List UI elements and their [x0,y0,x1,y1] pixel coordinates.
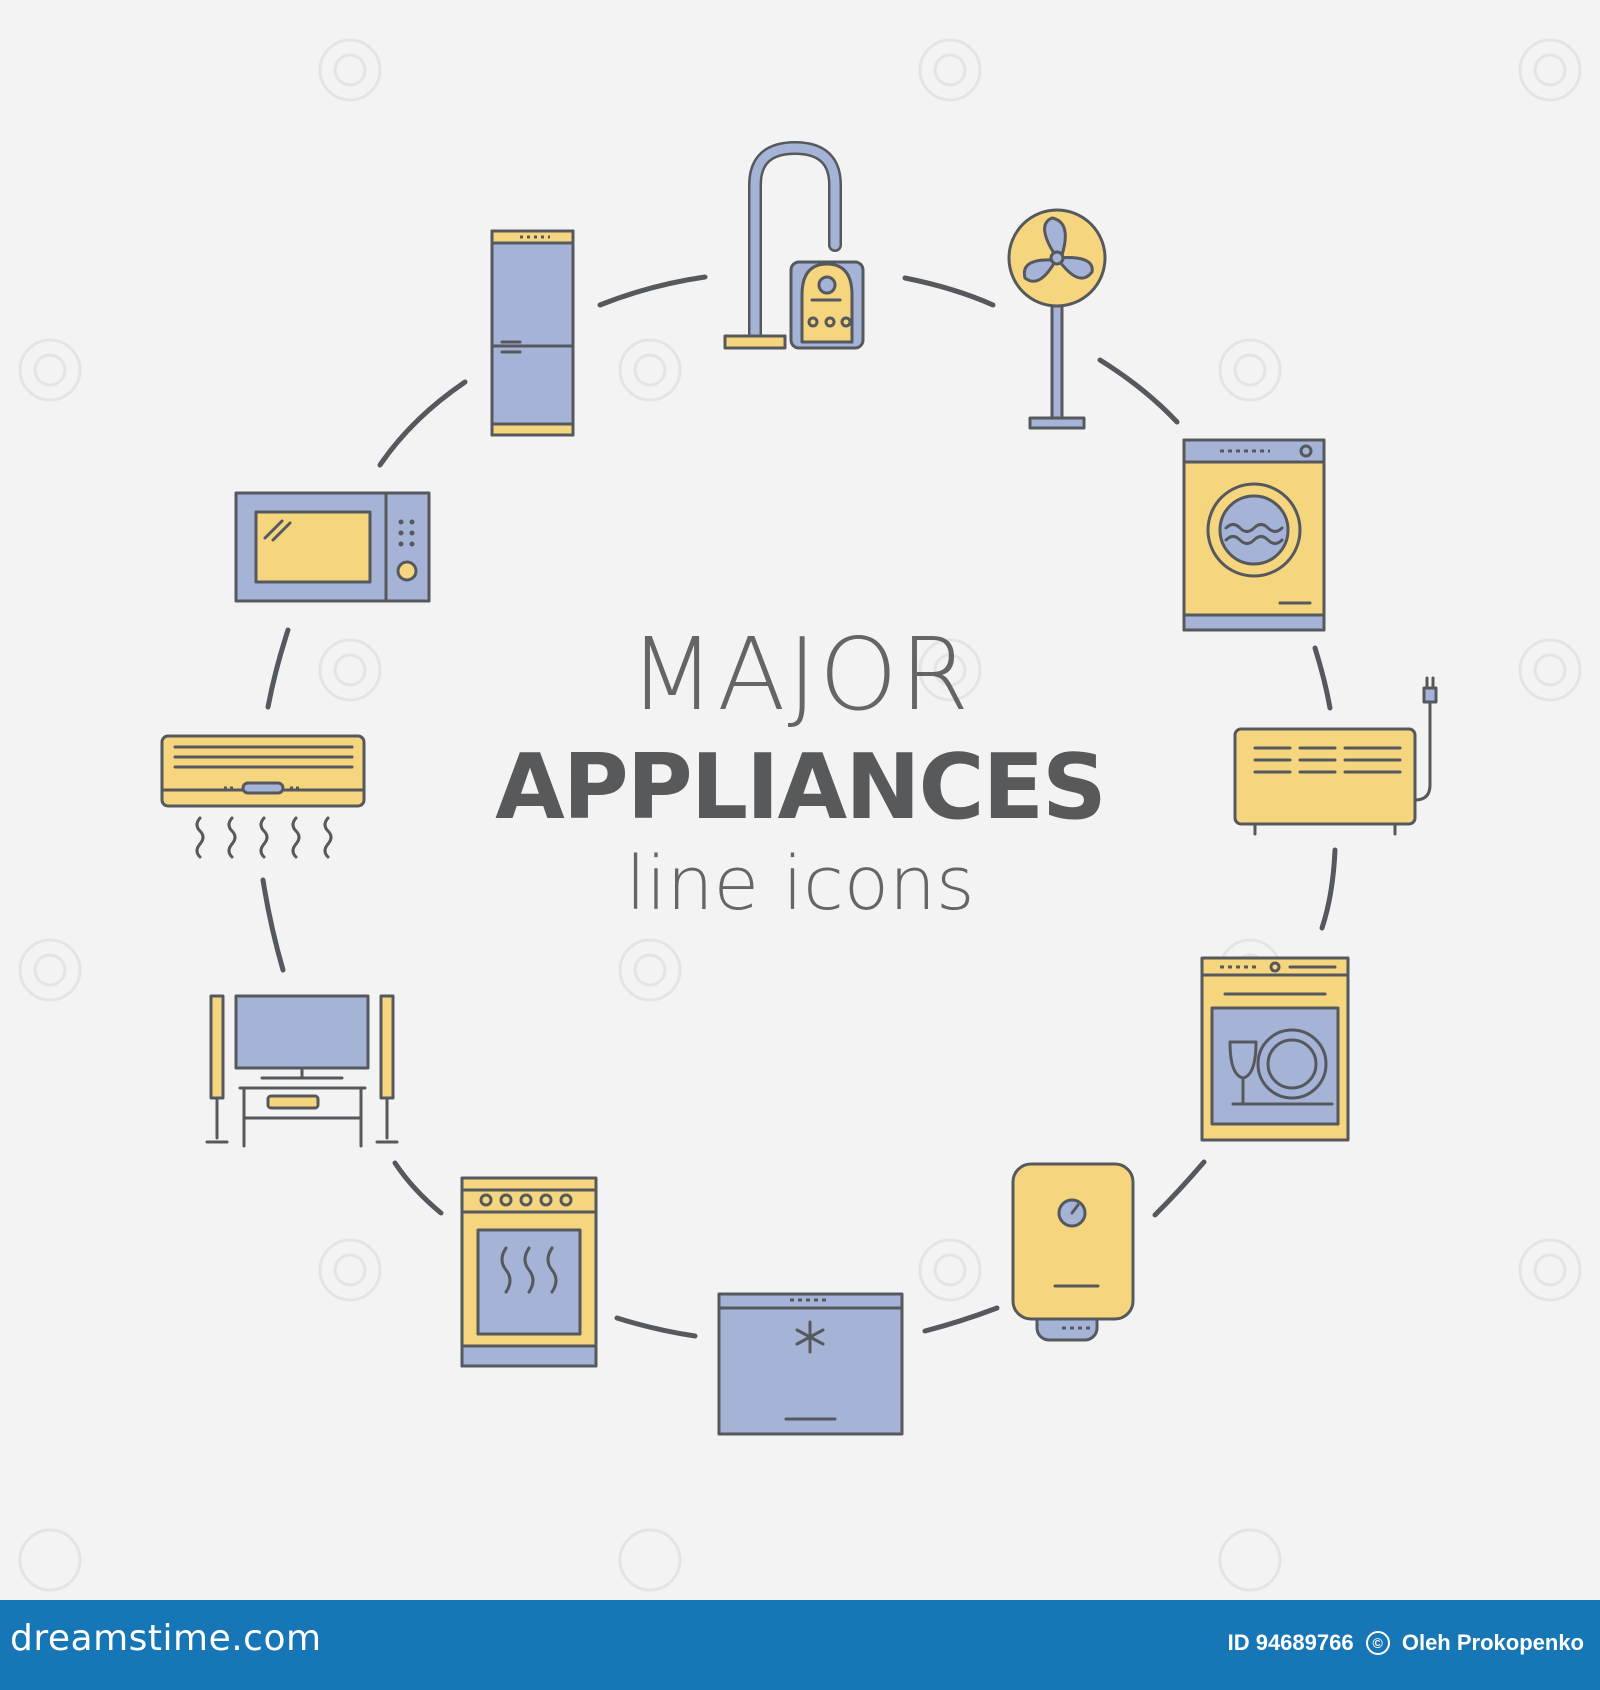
heater-icon [1233,676,1438,836]
stove-icon [460,1176,598,1368]
title-appliances: APPLIANCES [495,735,1107,840]
copyright-icon: © [1365,1631,1390,1655]
title-major: MAJOR [628,616,972,733]
vacuum-cleaner-icon [723,140,865,350]
air-conditioner-icon [160,734,366,859]
image-credit: ID 94689766 © Oleh Prokopenko [1228,1630,1584,1656]
washing-machine-icon [1182,438,1326,632]
watermark [18,38,1582,1592]
water-heater-icon [1011,1162,1135,1342]
appliances-illustration [18,38,1582,1592]
author-name[interactable]: Oleh Prokopenko [1401,1630,1584,1655]
ring-segments [260,274,1338,1339]
freezer-icon [717,1292,904,1436]
dishwasher-icon [1200,956,1350,1142]
microwave-icon [234,491,431,603]
title-subtitle: line icons [625,841,975,927]
fan-icon [1007,208,1107,430]
refrigerator-icon [490,229,575,437]
footer-bar: dreamstime.com ID 94689766 © Oleh Prokop… [0,1600,1600,1690]
brand-logo[interactable]: dreamstime.com [10,1618,322,1659]
home-theater-icon [205,994,399,1148]
title-block: MAJOR APPLIANCES line icons [380,620,1220,929]
image-id: ID 94689766 [1227,1630,1354,1655]
